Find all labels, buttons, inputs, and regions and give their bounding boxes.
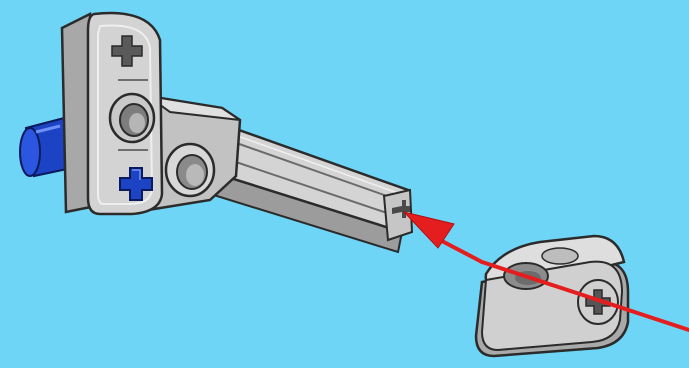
l-beam-frame [62, 13, 162, 214]
